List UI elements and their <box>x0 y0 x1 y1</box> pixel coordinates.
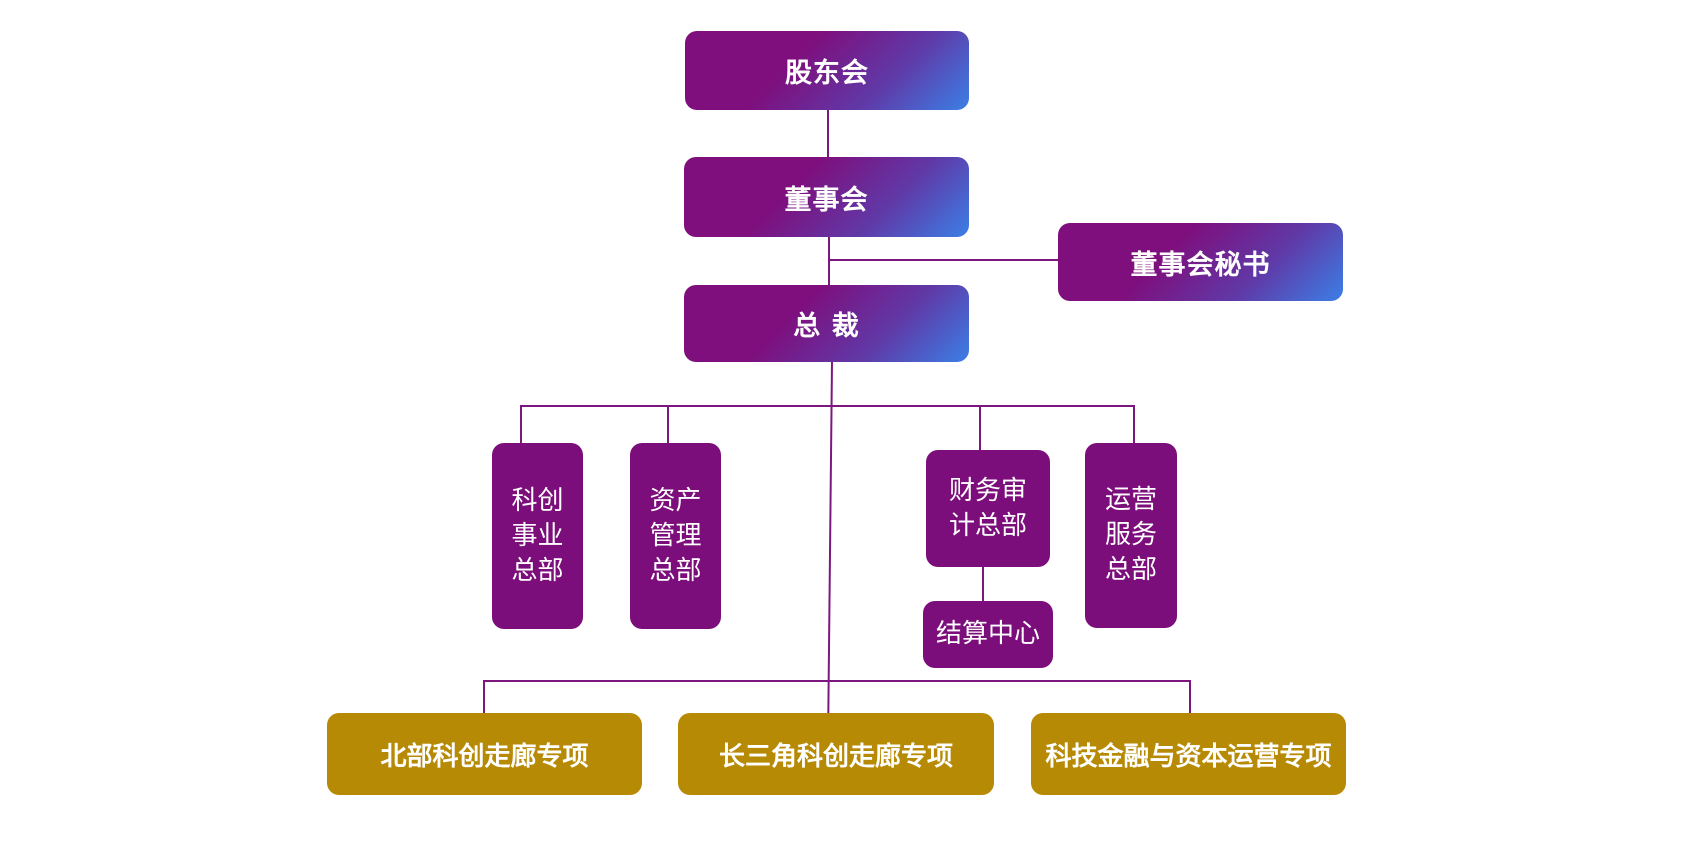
node-president: 总 裁 <box>684 285 969 362</box>
node-innovation-hq-label: 科创事业总部 <box>511 485 564 586</box>
connector-president-trunk <box>827 362 833 713</box>
node-operations-hq: 运营服务总部 <box>1085 443 1177 628</box>
node-settlement-center: 结算中心 <box>923 601 1053 668</box>
node-innovation-hq: 科创事业总部 <box>492 443 583 629</box>
connector-shareholders-board <box>827 110 829 157</box>
connector-innovation-hq <box>520 405 522 443</box>
node-shareholders: 股东会 <box>685 31 969 110</box>
connector-projects-bus <box>483 680 1191 682</box>
connector-asset-mgmt-hq <box>667 405 669 443</box>
node-north-corridor: 北部科创走廊专项 <box>327 713 642 795</box>
node-finance-audit-hq: 财务审计总部 <box>926 450 1050 567</box>
connector-operations-hq <box>1133 405 1135 443</box>
node-board-label: 董事会 <box>784 184 869 216</box>
node-settlement-center-label: 结算中心 <box>935 619 1040 649</box>
node-board-secretary-label: 董事会秘书 <box>1130 249 1271 281</box>
node-yrd-corridor: 长三角科创走廊专项 <box>678 713 994 795</box>
connector-board-secretary <box>829 259 1058 261</box>
connector-north-corridor <box>483 680 485 713</box>
node-fintech-capital-label: 科技金融与资本运营专项 <box>1045 741 1332 772</box>
connector-finance-audit-hq <box>979 405 981 450</box>
connector-fintech-capital <box>1189 680 1191 713</box>
node-asset-mgmt-hq: 资产管理总部 <box>630 443 721 629</box>
node-operations-hq-label: 运营服务总部 <box>1104 485 1157 585</box>
node-north-corridor-label: 北部科创走廊专项 <box>380 741 589 772</box>
connector-departments-bus <box>521 405 1135 407</box>
node-yrd-corridor-label: 长三角科创走廊专项 <box>718 741 953 772</box>
node-fintech-capital: 科技金融与资本运营专项 <box>1031 713 1346 795</box>
node-board: 董事会 <box>684 157 969 237</box>
node-asset-mgmt-hq-label: 资产管理总部 <box>649 485 702 586</box>
node-board-secretary: 董事会秘书 <box>1058 223 1343 301</box>
node-shareholders-label: 股东会 <box>785 58 869 89</box>
connector-board-president <box>828 237 830 285</box>
connector-finance-settlement <box>982 567 984 601</box>
node-president-label: 总 裁 <box>793 311 860 342</box>
node-finance-audit-hq-label: 财务审计总部 <box>948 475 1027 541</box>
